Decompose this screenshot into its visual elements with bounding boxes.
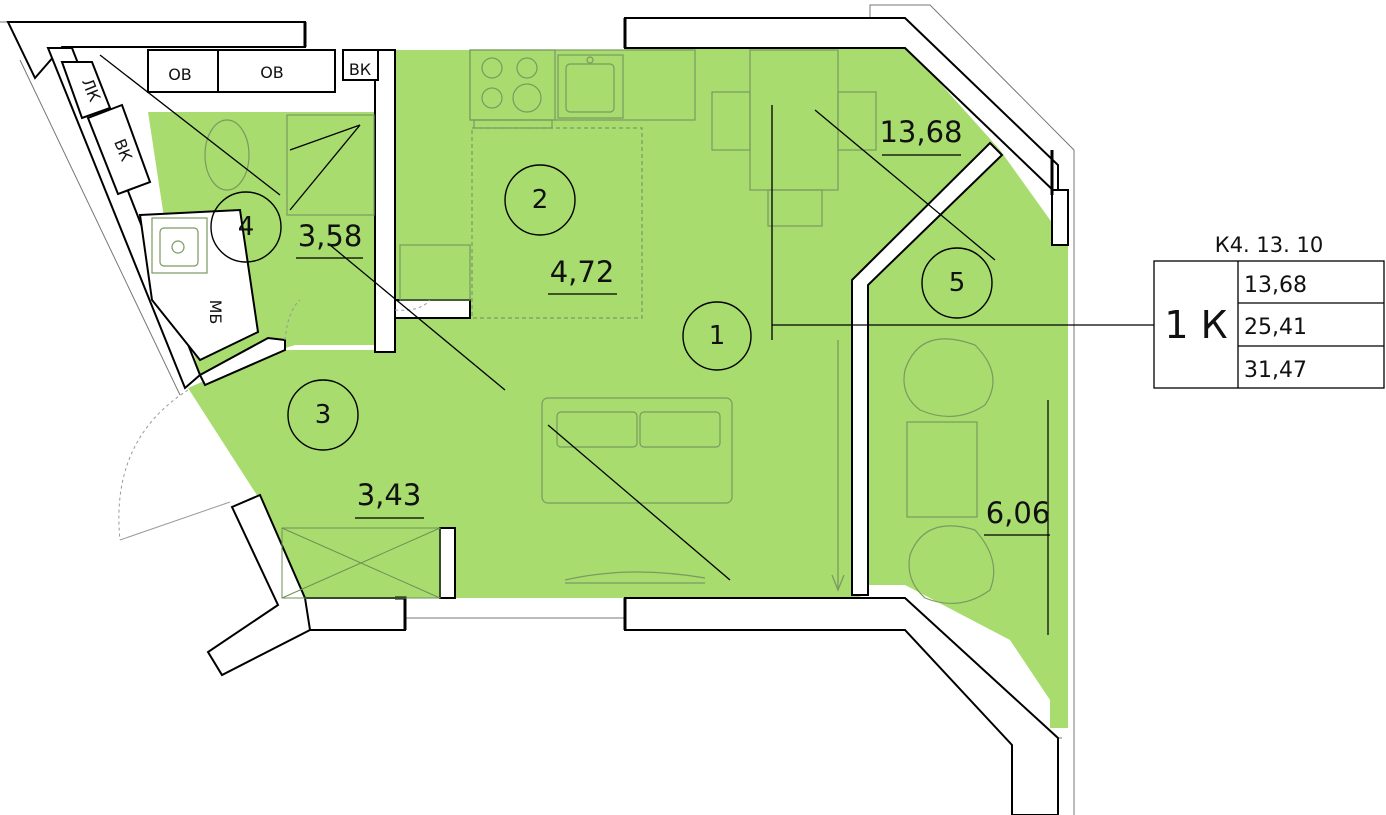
room-2-area: 4,72	[550, 255, 615, 289]
living-fixtures	[541, 397, 733, 584]
room-1-area: 13,68	[879, 115, 962, 149]
room-5-number: 5	[949, 268, 966, 298]
room-2-circle	[504, 164, 576, 236]
legend-value-1: 13,68	[1244, 273, 1307, 298]
legend-value-3: 31,47	[1244, 358, 1307, 383]
room-3-area: 3,43	[357, 478, 422, 512]
room-2-number: 2	[532, 185, 549, 215]
room-5-circle	[921, 247, 993, 319]
kitchen-fixtures	[399, 49, 696, 319]
legend-table	[1153, 260, 1385, 389]
legend-value-2: 25,41	[1244, 315, 1307, 340]
bathroom-fixtures	[151, 114, 375, 274]
shaft-ov-2: ОВ	[260, 63, 284, 82]
balcony-fixtures	[903, 338, 1049, 635]
room-areas: 13,68 4,72 3,43 3,58 6,06	[298, 115, 1051, 530]
shaft-ov-1: ОВ	[168, 65, 192, 84]
room-3-circle	[287, 379, 359, 451]
room-markers	[210, 164, 993, 451]
room-1-number: 1	[709, 321, 726, 351]
leader-lines	[99, 54, 1050, 592]
shaft-vk-top: ВК	[349, 60, 372, 79]
room-numbers: 1 2 3 4 5	[238, 185, 966, 430]
closet-hatch	[281, 527, 441, 599]
room-4-area: 3,58	[298, 219, 363, 253]
room-4-circle	[210, 191, 282, 263]
shaft-mb: МБ	[206, 300, 225, 325]
room-4-number: 4	[238, 212, 255, 242]
room-5-area: 6,06	[986, 496, 1051, 530]
legend-code: К4. 13. 10	[1215, 233, 1323, 257]
room-3-number: 3	[315, 400, 332, 430]
room-1-circle	[682, 301, 752, 371]
door-swings	[118, 299, 431, 541]
walls	[6, 17, 1069, 815]
dining-fixtures	[711, 49, 877, 227]
legend-type: 1 К	[1164, 303, 1227, 347]
